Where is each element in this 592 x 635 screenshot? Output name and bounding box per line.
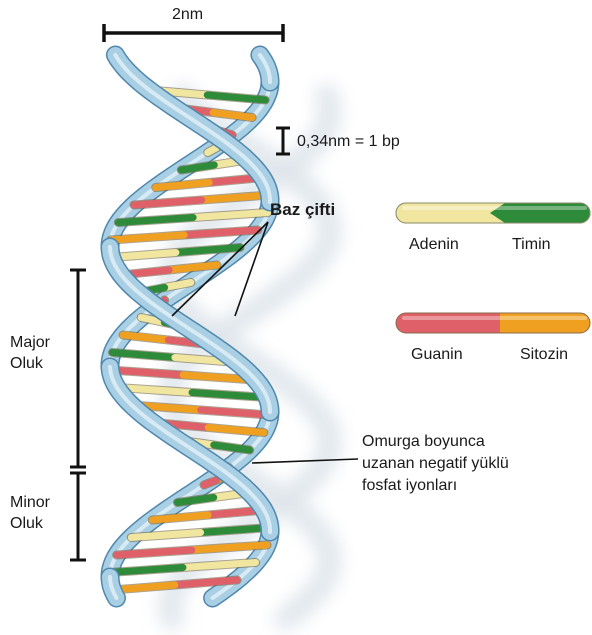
width-scale-bar [104, 24, 283, 42]
legend-adenine-label: Adenin [409, 236, 459, 254]
legend-guanine-cytosine-bar [396, 313, 590, 333]
backbone-pointer [252, 459, 358, 463]
base-pair [117, 388, 267, 398]
rise-label: 0,34nm = 1 bp [297, 133, 400, 151]
base-pair-label: Baz çifti [270, 200, 335, 220]
rise-bracket [276, 128, 290, 154]
width-label: 2nm [172, 6, 203, 24]
base-pair [117, 545, 267, 555]
base-pair [118, 213, 268, 223]
minor-groove-label: Minor Oluk [10, 492, 50, 534]
legend-thymine-label: Timin [512, 236, 551, 254]
major-groove-label: Major Oluk [10, 332, 50, 374]
major-groove-bracket [70, 270, 86, 467]
backbone-note: Omurga boyunca uzanan negatif yüklü fosf… [362, 431, 509, 497]
minor-groove-bracket [70, 473, 86, 560]
legend-cytosine-label: Sitozin [520, 346, 568, 364]
legend-adenine-thymine-bar [396, 203, 590, 223]
legend-guanine-label: Guanin [411, 346, 463, 364]
base-pair [111, 230, 258, 240]
